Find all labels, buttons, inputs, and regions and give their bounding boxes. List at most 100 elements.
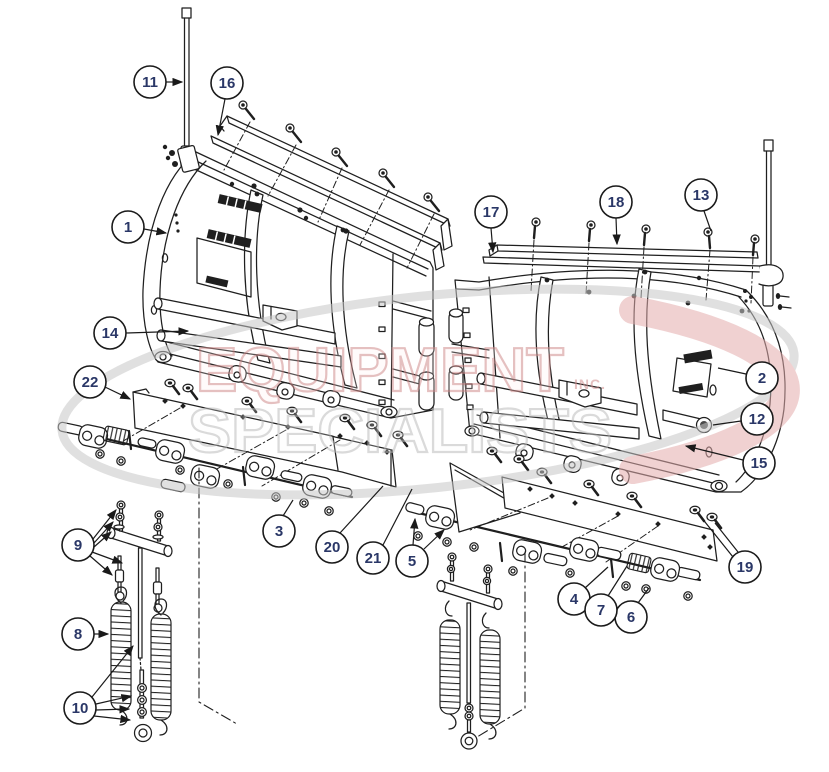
watermark-swoosh-red [619, 296, 800, 484]
callout-8-circle [61, 617, 95, 651]
callout-9-number: 9 [74, 537, 82, 554]
callout-3-circle [262, 514, 296, 548]
callout-4-number: 4 [570, 591, 579, 608]
callout-10-number: 10 [72, 700, 89, 717]
callout-18-number: 18 [608, 194, 625, 211]
callout-6-leader-line [637, 587, 650, 604]
callout-15-number: 15 [751, 455, 768, 472]
left-wear-bar-assembly [210, 100, 453, 271]
callout-3-number: 3 [275, 523, 283, 540]
callout-6: 6 [614, 587, 650, 634]
watermark-text-inc: INC. [574, 376, 606, 392]
callout-2-number: 2 [758, 370, 766, 387]
callout-17-circle [474, 195, 508, 229]
left-trip-spring-assembly [106, 500, 173, 743]
callout-9-circle [61, 528, 95, 562]
line-art [57, 7, 792, 750]
cutting-edge-bolts [164, 378, 409, 448]
callout-20: 20 [315, 485, 384, 564]
callout-1-leader-line [143, 227, 168, 236]
callout-14-circle [93, 316, 127, 350]
left-cutting-edge-assembly [57, 378, 409, 516]
callout-18-leader-line [612, 217, 621, 246]
callout-9-leader-line [93, 531, 112, 548]
callout-6-number: 6 [627, 609, 635, 626]
callout-13-circle [684, 178, 718, 212]
callout-1-number: 1 [124, 219, 132, 236]
callout-5: 5 [395, 517, 445, 578]
right-blade-moldboard [448, 268, 786, 493]
callout-13-leader-line [703, 210, 712, 232]
callout-17-leader-line [488, 227, 497, 254]
callout-11-number: 11 [142, 74, 158, 91]
callout-21-circle [356, 541, 390, 575]
callout-14-number: 14 [102, 325, 119, 342]
cutting-edge-backing-plate [501, 476, 718, 562]
callout-2: 2 [717, 361, 779, 395]
callout-12-number: 12 [749, 411, 766, 428]
cutting-edge-backing-plate [132, 391, 397, 488]
callout-12-leader-line [712, 420, 742, 426]
callout-12: 12 [712, 402, 774, 436]
callout-12-circle [740, 402, 774, 436]
callout-20-number: 20 [324, 539, 341, 556]
trip-spring [626, 552, 652, 574]
watermark-text-specialists: SPECIALISTS [188, 397, 612, 466]
callout-19-number: 19 [737, 559, 754, 576]
right-wear-bar-assembly [482, 217, 784, 314]
decal-strip [206, 229, 252, 248]
callout-11: 11 [133, 65, 184, 99]
rod-mount-bolts [775, 293, 792, 310]
callout-15-circle [742, 446, 776, 480]
callout-8: 8 [61, 617, 110, 651]
callout-16-leader-line [215, 98, 226, 137]
callout-11-circle [133, 65, 167, 99]
watermark-swoosh-gray [57, 284, 799, 500]
trip-spring-coil [150, 613, 172, 721]
rod-end-eye [460, 732, 478, 750]
trip-spring-coil [479, 629, 501, 725]
reference-fold-lines [198, 467, 526, 738]
trip-spring-coil [439, 619, 461, 715]
callout-22-leader-line [104, 386, 132, 400]
callout-7: 7 [584, 565, 628, 627]
callout-9-leader-line [91, 551, 124, 564]
callout-21-number: 21 [365, 550, 382, 567]
callout-3: 3 [262, 499, 296, 548]
callout-7-number: 7 [597, 602, 605, 619]
callout-16-circle [210, 66, 244, 100]
callout-7-circle [584, 593, 618, 627]
hex-nuts [413, 531, 693, 601]
trip-knuckles [425, 505, 681, 582]
callout-9: 9 [61, 509, 124, 576]
watermark-text-equipment: EQUIPMENT [196, 336, 564, 405]
callout-19-leader-line [714, 522, 739, 553]
callout-10-leader-line [91, 645, 134, 698]
callout-8-number: 8 [74, 626, 82, 643]
callout-4: 4 [557, 566, 609, 616]
callout-9-leader-line [89, 555, 113, 576]
callout-13: 13 [684, 178, 718, 232]
callout-2-circle [745, 361, 779, 395]
callout-10-leader-line [95, 705, 131, 714]
callout-19-leader-line [700, 516, 734, 558]
wear-bar-bolts [238, 100, 441, 213]
right-trip-spring-assembly [436, 552, 503, 750]
callout-13-number: 13 [693, 187, 710, 204]
callout-2-leader-line [717, 367, 747, 375]
decal-strip [217, 194, 263, 213]
callout-17: 17 [474, 195, 508, 254]
decal-strip [678, 382, 704, 395]
callout-19: 19 [700, 516, 762, 584]
callout-21-leader-line [382, 488, 413, 546]
callout-1-circle [111, 210, 145, 244]
callout-18-circle [599, 185, 633, 219]
callout-4-leader-line [584, 566, 609, 589]
callout-15-leader-line [684, 444, 744, 461]
callout-5-leader-line [423, 529, 445, 550]
callout-17-number: 17 [483, 204, 500, 221]
callout-5-number: 5 [408, 553, 416, 570]
callout-10: 10 [63, 645, 134, 725]
